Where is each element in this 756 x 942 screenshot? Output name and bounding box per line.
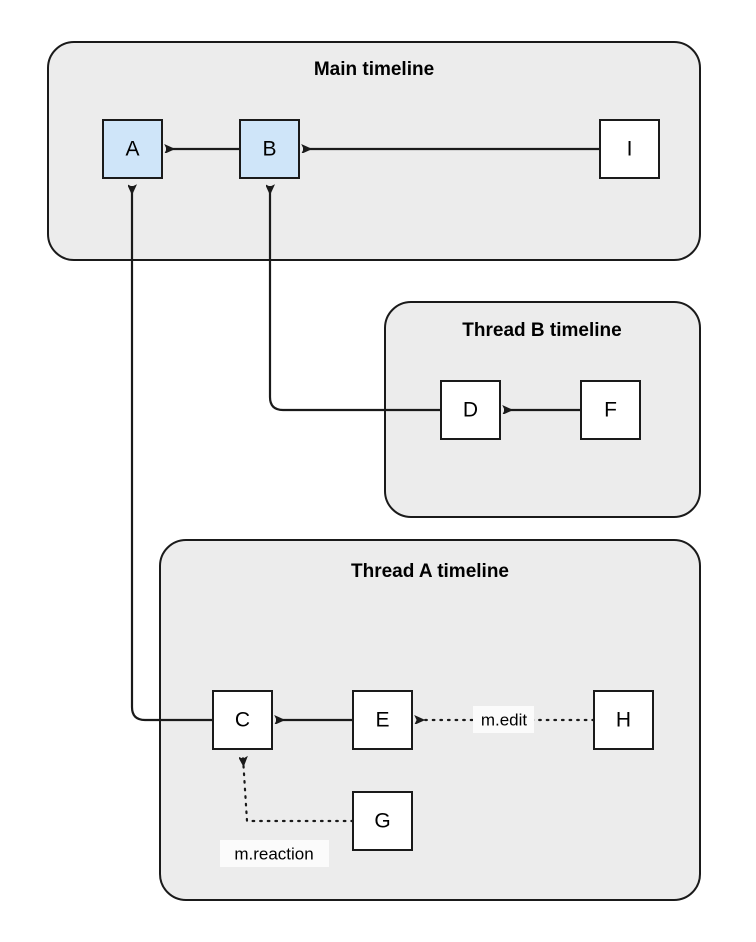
node-c-label: C — [235, 709, 250, 732]
edge-c-to-a — [132, 186, 213, 722]
edge-g-to-c-m-reaction — [243, 758, 355, 823]
container-thread-a-timeline-title: Thread A timeline — [351, 561, 509, 582]
container-main-timeline-rect — [47, 41, 701, 261]
node-a[interactable]: A — [102, 119, 163, 179]
node-i-label: I — [627, 138, 633, 161]
node-i[interactable]: I — [599, 119, 660, 179]
edge-label-m-reaction-text: m.reaction — [234, 844, 313, 863]
node-b[interactable]: B — [239, 119, 300, 179]
node-i-rect[interactable] — [599, 119, 660, 179]
node-e[interactable]: E — [352, 690, 413, 750]
edge-d-to-b — [270, 186, 441, 412]
node-d[interactable]: D — [440, 380, 501, 440]
node-c[interactable]: C — [212, 690, 273, 750]
node-f-rect[interactable] — [580, 380, 641, 440]
node-b-label: B — [262, 138, 276, 161]
edge-label-m-reaction-bg — [220, 840, 329, 867]
edge-label-m-reaction: m.reaction — [220, 840, 329, 867]
node-h-label: H — [616, 709, 631, 732]
node-g[interactable]: G — [352, 791, 413, 851]
node-d-label: D — [463, 399, 478, 422]
node-b-rect[interactable] — [239, 119, 300, 179]
node-f-label: F — [604, 399, 617, 422]
node-f[interactable]: F — [580, 380, 641, 440]
edge-label-m-edit-text: m.edit — [481, 710, 528, 729]
node-c-rect[interactable] — [212, 690, 273, 750]
node-a-label: A — [125, 138, 139, 161]
node-h-rect[interactable] — [593, 690, 654, 750]
container-main-timeline-title: Main timeline — [314, 59, 434, 80]
edge-label-m-edit-bg — [473, 706, 534, 733]
node-h[interactable]: H — [593, 690, 654, 750]
node-e-label: E — [375, 709, 389, 732]
container-main-timeline: Main timeline — [47, 41, 701, 261]
container-thread-b-timeline-title: Thread B timeline — [462, 320, 621, 341]
node-g-rect[interactable] — [352, 791, 413, 851]
node-e-rect[interactable] — [352, 690, 413, 750]
node-g-label: G — [374, 810, 390, 833]
edge-label-m-edit: m.edit — [473, 706, 534, 733]
node-d-rect[interactable] — [440, 380, 501, 440]
node-a-rect[interactable] — [102, 119, 163, 179]
